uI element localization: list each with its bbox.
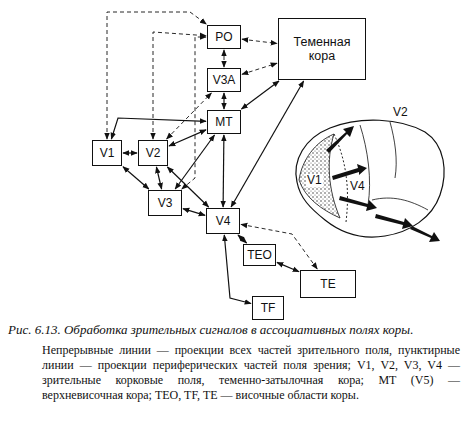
area-name: TE	[320, 277, 335, 291]
peripheral-projection	[242, 39, 277, 43]
area-name: V4	[216, 214, 231, 228]
full-field-projection	[242, 81, 280, 109]
area-box: V3	[148, 190, 182, 216]
area-box: V3A	[207, 68, 241, 92]
area-box: TE	[300, 270, 356, 298]
full-field-projection	[156, 167, 161, 189]
cortex-region-box: Теменная кора	[278, 18, 366, 80]
full-field-projection	[223, 93, 224, 109]
full-field-projection	[123, 167, 149, 189]
peripheral-projection	[224, 50, 225, 67]
area-box: V1	[92, 140, 122, 166]
full-field-projection	[183, 209, 205, 216]
peripheral-projection	[241, 224, 317, 269]
area-box: V2	[138, 140, 168, 166]
area-name: V3	[158, 196, 173, 210]
area-name: V3A	[213, 73, 236, 87]
peripheral-projection	[242, 63, 277, 74]
full-field-projection	[231, 81, 304, 207]
area-box: PO	[207, 25, 241, 49]
full-field-projection	[123, 152, 137, 153]
area-name: PO	[215, 30, 232, 44]
area-box: V4	[206, 208, 240, 234]
area-name: TEO	[247, 248, 272, 262]
area-box: TF	[252, 296, 284, 320]
peripheral-projection	[153, 32, 206, 139]
brain-area-label: V2	[392, 106, 409, 119]
full-field-projection	[223, 135, 225, 207]
area-name: MT	[215, 115, 232, 129]
area-name: V2	[146, 146, 161, 160]
area-name: Теменная кора	[279, 35, 365, 63]
figure-caption: Рис. 6.13. Обработка зрительных сигналов…	[8, 322, 460, 338]
peripheral-projection	[107, 12, 206, 139]
area-box: MT	[207, 110, 241, 134]
full-field-projection	[169, 130, 206, 146]
area-name: V1	[100, 146, 115, 160]
area-box: TEO	[243, 244, 276, 266]
peripheral-projection	[167, 93, 212, 139]
peripheral-projection	[182, 37, 206, 189]
brain-area-label: V1	[306, 174, 323, 187]
area-name: TF	[261, 301, 276, 315]
brain-area-label: V4	[349, 180, 366, 193]
full-field-projection	[238, 235, 247, 243]
caption-note: Непрерывные линии — проекции всех частей…	[42, 343, 460, 403]
full-field-projection	[277, 262, 299, 271]
